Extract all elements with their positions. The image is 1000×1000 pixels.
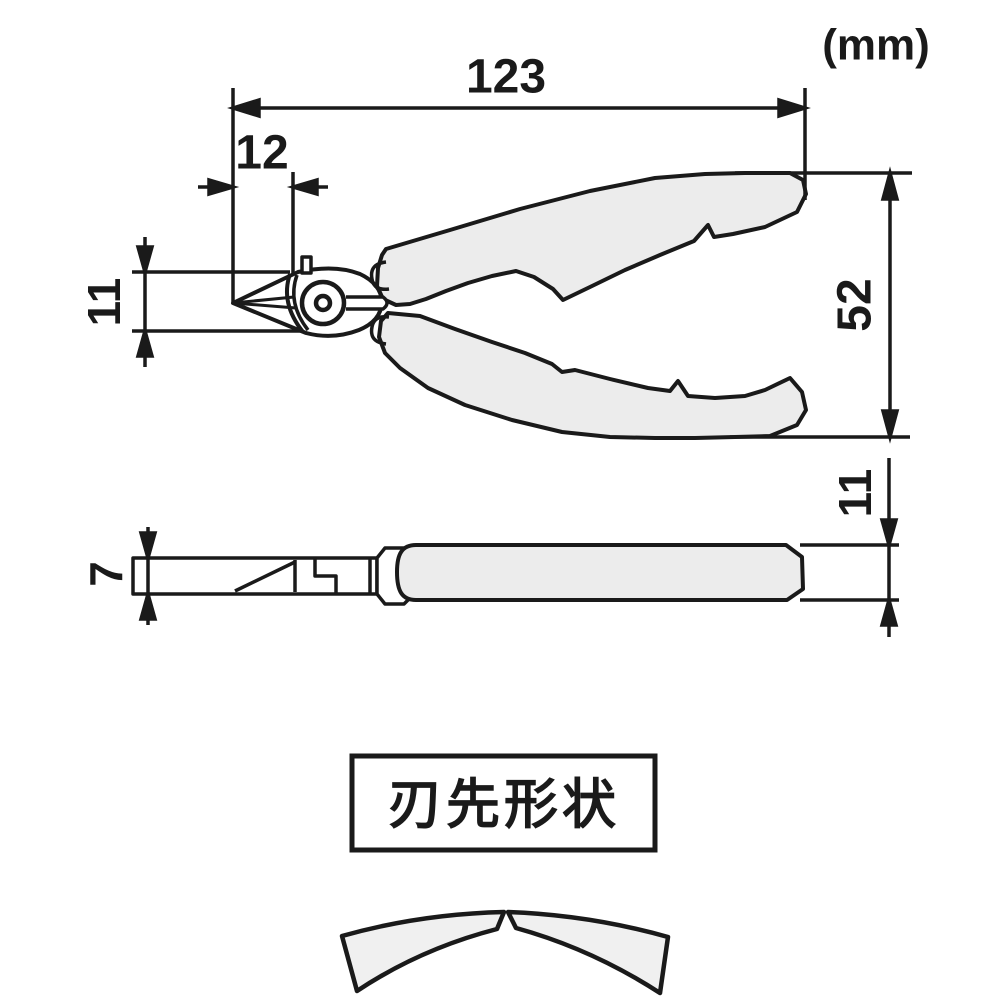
blade-tip-right-wing bbox=[505, 909, 671, 996]
dim-handle-span-label: 52 bbox=[829, 278, 882, 331]
pivot-hole bbox=[313, 293, 333, 313]
dim-handle-thickness-label: 11 bbox=[829, 469, 881, 518]
upper-handle bbox=[375, 171, 808, 307]
dimension-handle-span bbox=[880, 166, 900, 444]
side-view bbox=[131, 543, 899, 606]
blade-tip-left-wing bbox=[339, 909, 507, 994]
spring-curl bbox=[369, 260, 390, 292]
dimension-blade-edge bbox=[198, 177, 328, 197]
spring-curl bbox=[369, 314, 390, 346]
jaw-back-arc bbox=[292, 274, 310, 332]
dim-head-height-label: 11 bbox=[78, 278, 130, 327]
grip-side bbox=[395, 543, 805, 602]
stopper-tab bbox=[300, 255, 313, 275]
jaw-back-arc bbox=[285, 273, 305, 334]
blade-tip-figure: 刃先形状 bbox=[339, 753, 671, 996]
top-view bbox=[375, 171, 808, 440]
jaw-side-bar bbox=[131, 556, 379, 596]
dimension-head-height bbox=[135, 237, 155, 367]
dimension-jaw-thickness bbox=[138, 527, 158, 625]
lower-handle bbox=[377, 311, 808, 440]
blade-seam bbox=[232, 295, 295, 305]
linkage-bar bbox=[346, 295, 389, 311]
caption-box bbox=[349, 753, 658, 853]
unit-label: (mm) bbox=[822, 21, 930, 70]
dim-jaw-thickness-label: 7 bbox=[80, 561, 132, 587]
dimension-handle-thickness bbox=[879, 458, 899, 637]
dimension-overall-length bbox=[227, 97, 811, 119]
dim-overall-length-label: 123 bbox=[466, 51, 546, 104]
joint-step-line bbox=[313, 558, 338, 594]
blade-bevel-line bbox=[234, 560, 296, 593]
dim-blade-edge-label: 12 bbox=[235, 127, 288, 180]
dimension-lines bbox=[135, 97, 900, 637]
cutter-head bbox=[231, 255, 390, 346]
blade-shape-caption: 刃先形状 bbox=[388, 775, 620, 835]
blade-seam bbox=[232, 301, 297, 310]
